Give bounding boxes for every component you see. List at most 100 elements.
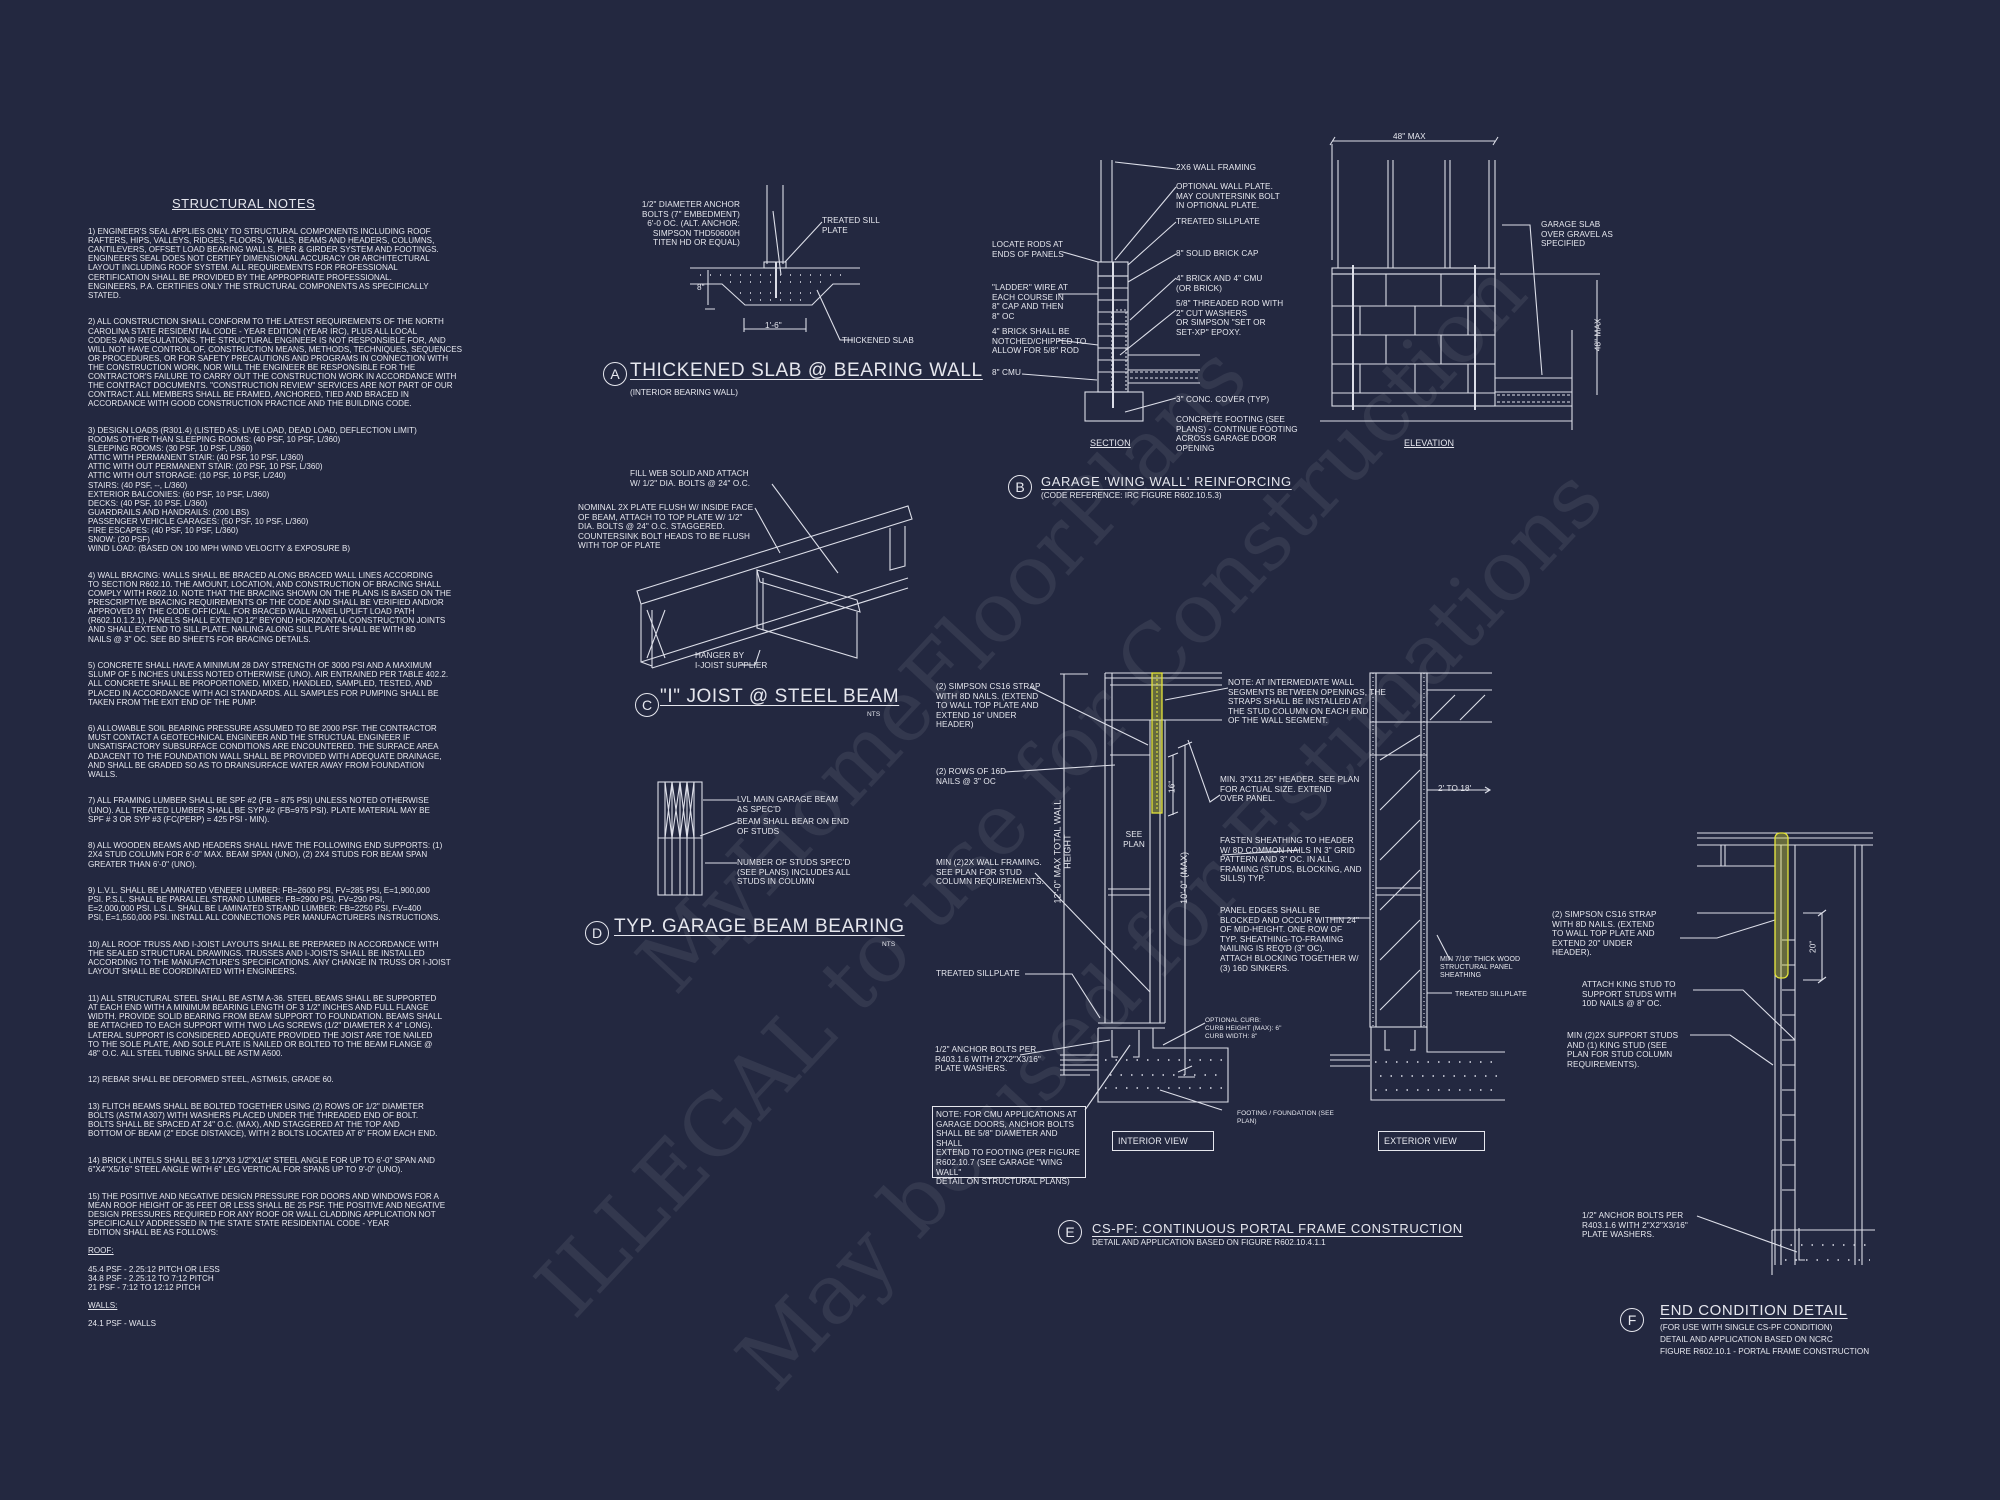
detail-b-subtitle: (CODE REFERENCE: IRC FIGURE R602.10.5.3) bbox=[1041, 491, 1222, 500]
detail-c-plate: NOMINAL 2x PLATE FLUSH W/ INSIDE FACE OF… bbox=[578, 503, 754, 551]
note-2: 2) ALL CONSTRUCTION SHALL CONFORM TO THE… bbox=[88, 317, 463, 409]
detail-b-elevation-drawing bbox=[1320, 136, 1600, 430]
detail-c-scale: NTS bbox=[867, 711, 881, 718]
detail-e-height-10: 10'-0" (MAX) bbox=[1179, 851, 1190, 904]
note-14: 14) BRICK LINTELS SHALL BE 3 1/2"x3 1/2"… bbox=[88, 1156, 435, 1175]
detail-b-height-max: 48" MAX bbox=[1593, 318, 1603, 352]
note-1: 1) ENGINEER'S SEAL APPLIES ONLY TO STRUC… bbox=[88, 227, 439, 300]
detail-d-lvl: LVL MAIN GARAGE BEAM AS SPEC'D bbox=[737, 795, 839, 814]
detail-d-drawing bbox=[657, 781, 738, 896]
detail-e-rows: (2) ROWS OF 16d NAILS @ 3" OC bbox=[936, 767, 1007, 786]
note-8: 8) ALL WOODEN BEAMS AND HEADERS SHALL HA… bbox=[88, 841, 443, 869]
detail-e-title: CS-PF: CONTINUOUS PORTAL FRAME CONSTRUCT… bbox=[1092, 1221, 1463, 1236]
note-5: 5) CONCRETE SHALL HAVE A MINIMUM 28 DAY … bbox=[88, 661, 449, 707]
detail-a-subtitle: (INTERIOR BEARING WALL) bbox=[630, 388, 738, 397]
detail-e-subtitle: DETAIL AND APPLICATION BASED ON FIGURE R… bbox=[1092, 1238, 1326, 1247]
detail-e-sheathing: MIN 7/16" THICK WOOD STRUCTURAL PANEL SH… bbox=[1440, 956, 1521, 979]
detail-a-anchor-label: 1/2" DIAMETER ANCHOR BOLTS (7" EMBEDMENT… bbox=[641, 200, 740, 248]
detail-b-section-drawing bbox=[1021, 160, 1200, 422]
walls-pressures: 24.1 PSF - WALLS bbox=[88, 1319, 157, 1329]
detail-f-title: END CONDITION DETAIL bbox=[1660, 1302, 1848, 1319]
detail-b-brick-cmu: 4" BRICK AND 4" CMU (OR BRICK) bbox=[1176, 274, 1263, 293]
detail-e-total-height: 12'-0" MAX TOTAL WALL HEIGHT bbox=[1052, 799, 1072, 904]
detail-f-king: ATTACH KING STUD TO SUPPORT STUDS WITH 1… bbox=[1582, 980, 1677, 1009]
structural-notes: 1) ENGINEER'S SEAL APPLIES ONLY TO STRUC… bbox=[88, 218, 528, 1337]
detail-a-title: THICKENED SLAB @ BEARING WALL bbox=[630, 360, 983, 381]
detail-b-framing: 2x6 WALL FRAMING bbox=[1176, 163, 1257, 172]
detail-d-title: TYP. GARAGE BEAM BEARING bbox=[614, 916, 905, 937]
detail-e-span: 2' TO 18' bbox=[1438, 784, 1472, 793]
detail-f-strap: (2) SIMPSON CS16 STRAP WITH 8d NAILS. (E… bbox=[1552, 910, 1657, 958]
detail-f-tag: F bbox=[1620, 1308, 1644, 1332]
detail-c-tag: C bbox=[635, 693, 659, 717]
detail-e-cmu-note: NOTE: FOR CMU APPLICATIONS AT GARAGE DOO… bbox=[932, 1106, 1086, 1186]
roof-pressures: 45.4 PSF - 2.25:12 PITCH OR LESS 34.8 PS… bbox=[88, 1264, 220, 1292]
detail-b-garage-slab: GARAGE SLAB OVER GRAVEL AS SPECIFIED bbox=[1541, 220, 1613, 249]
detail-c-hanger: HANGER BY I-JOIST SUPPLIER bbox=[695, 651, 768, 670]
detail-c-fill-web: FILL WEB SOLID AND ATTACH W/ 1/2" DIA. B… bbox=[630, 469, 751, 488]
detail-e-header: MIN. 3"x11.25" HEADER. SEE PLAN FOR ACTU… bbox=[1220, 775, 1360, 804]
detail-a-width-dim: 1'-6" bbox=[765, 321, 782, 330]
detail-d-tag: D bbox=[585, 921, 609, 945]
detail-d-scale: NTS bbox=[882, 941, 896, 948]
detail-e-min-framing: MIN (2)2X WALL FRAMING. SEE PLAN FOR STU… bbox=[936, 858, 1044, 887]
detail-e-footing: FOOTING / FOUNDATION (SEE PLAN) bbox=[1237, 1110, 1334, 1125]
detail-e-panel-edges: PANEL EDGES SHALL BE BLOCKED AND OCCUR W… bbox=[1220, 906, 1360, 973]
detail-c-drawing bbox=[636, 483, 913, 669]
detail-b-cmu: 8" CMU bbox=[992, 368, 1021, 377]
detail-f-support: MIN (2)2X SUPPORT STUDS AND (1) KING STU… bbox=[1567, 1031, 1679, 1069]
note-11: 11) ALL STRUCTURAL STEEL SHALL BE ASTM A… bbox=[88, 994, 443, 1058]
detail-b-locate-rods: LOCATE RODS AT ENDS OF PANELS bbox=[992, 240, 1064, 259]
detail-f-anchor: 1/2" ANCHOR BOLTS PER R403.1.6 WITH 2"x2… bbox=[1582, 1211, 1688, 1240]
detail-f-dim-20: 20" bbox=[1808, 940, 1818, 953]
note-4: 4) WALL BRACING: WALLS SHALL BE BRACED A… bbox=[88, 570, 452, 644]
detail-b-tag: B bbox=[1008, 475, 1032, 499]
detail-a-depth-dim: 8" bbox=[697, 283, 705, 292]
detail-e-dim-16: 16" bbox=[1167, 780, 1177, 793]
detail-e-exterior-view: EXTERIOR VIEW bbox=[1378, 1131, 1485, 1151]
detail-f-subtitle: (FOR USE WITH SINGLE CS-PF CONDITION) DE… bbox=[1660, 1323, 1870, 1356]
note-12: 12) REBAR SHALL BE DEFORMED STEEL, ASTM6… bbox=[88, 1075, 334, 1085]
detail-b-brick-notch: 4" BRICK SHALL BE NOTCHED/CHIPPED TO ALL… bbox=[992, 327, 1087, 356]
detail-b-footing: CONCRETE FOOTING (SEE PLANS) - CONTINUE … bbox=[1176, 415, 1298, 453]
note-7: 7) ALL FRAMING LUMBER SHALL BE SPF #2 (F… bbox=[88, 796, 430, 824]
detail-e-interior-drawing bbox=[1004, 672, 1370, 1111]
detail-b-optional-plate: OPTIONAL WALL PLATE. MAY COUNTERSINK BOL… bbox=[1176, 182, 1280, 211]
note-6: 6) ALLOWABLE SOIL BEARING PRESSURE ASSUM… bbox=[88, 724, 442, 779]
detail-e-see-plan: SEE PLAN bbox=[1123, 830, 1145, 849]
detail-b-cover: 3" CONC. COVER (TYP) bbox=[1176, 395, 1270, 404]
roof-heading: ROOF: bbox=[88, 1246, 114, 1256]
note-15: 15) THE POSITIVE AND NEGATIVE DESIGN PRE… bbox=[88, 1191, 446, 1238]
detail-b-rod: 5/8" THREADED ROD WITH 2" CUT WASHERS OR… bbox=[1176, 299, 1284, 337]
note-13: 13) FLITCH BEAMS SHALL BE BOLTED TOGETHE… bbox=[88, 1102, 438, 1139]
structural-notes-title: STRUCTURAL NOTES bbox=[172, 196, 316, 211]
detail-b-elevation-label: ELEVATION bbox=[1404, 438, 1455, 448]
detail-e-anchor: 1/2" ANCHOR BOLTS PER R403.1.6 WITH 2"x2… bbox=[935, 1045, 1041, 1074]
detail-b-brick-cap: 8" SOLID BRICK CAP bbox=[1176, 249, 1259, 258]
detail-b-width-max: 48" MAX bbox=[1393, 132, 1426, 141]
detail-e-strap: (2) SIMPSON CS16 STRAP WITH 8d NAILS. (E… bbox=[936, 682, 1041, 730]
detail-b-title: GARAGE 'WING WALL' REINFORCING bbox=[1041, 474, 1292, 489]
detail-c-title: "I" JOIST @ STEEL BEAM bbox=[660, 686, 900, 707]
detail-e-ext-sillplate: TREATED SILLPLATE bbox=[1455, 991, 1527, 998]
detail-f-drawing bbox=[1680, 832, 1875, 1275]
detail-b-ladder-wire: "LADDER" WIRE AT EACH COURSE IN 8" CAP A… bbox=[992, 283, 1068, 321]
detail-b-sillplate: TREATED SILLPLATE bbox=[1176, 217, 1260, 226]
detail-e-exterior-drawing bbox=[1330, 672, 1505, 1101]
detail-b-section-label: SECTION bbox=[1090, 438, 1131, 448]
detail-e-note-intermediate: NOTE: AT INTERMEDIATE WALL SEGMENTS BETW… bbox=[1228, 678, 1386, 726]
note-9: 9) L.V.L. SHALL BE LAMINATED VENEER LUMB… bbox=[88, 886, 441, 923]
detail-e-interior-view: INTERIOR VIEW bbox=[1112, 1131, 1214, 1151]
detail-a-sill-label: TREATED SILL PLATE bbox=[822, 216, 880, 235]
note-3: 3) DESIGN LOADS (R301.4) (LISTED AS: LIV… bbox=[88, 425, 417, 554]
detail-a-tag: A bbox=[603, 362, 627, 386]
detail-e-sillplate: TREATED SILLPLATE bbox=[936, 969, 1020, 978]
walls-heading: WALLS: bbox=[88, 1300, 118, 1310]
detail-e-curb: OPTIONAL CURB: CURB HEIGHT (MAX): 6" CUR… bbox=[1205, 1017, 1282, 1040]
detail-d-studs: NUMBER OF STUDS SPEC'D (SEE PLANS) INCLU… bbox=[737, 858, 851, 887]
detail-d-bear: BEAM SHALL BEAR ON END OF STUDS bbox=[737, 817, 850, 836]
note-10: 10) ALL ROOF TRUSS AND I-JOIST LAYOUTS S… bbox=[88, 940, 451, 977]
detail-a-drawing bbox=[690, 185, 860, 341]
detail-a-slab-label: THICKENED SLAB bbox=[842, 336, 914, 345]
